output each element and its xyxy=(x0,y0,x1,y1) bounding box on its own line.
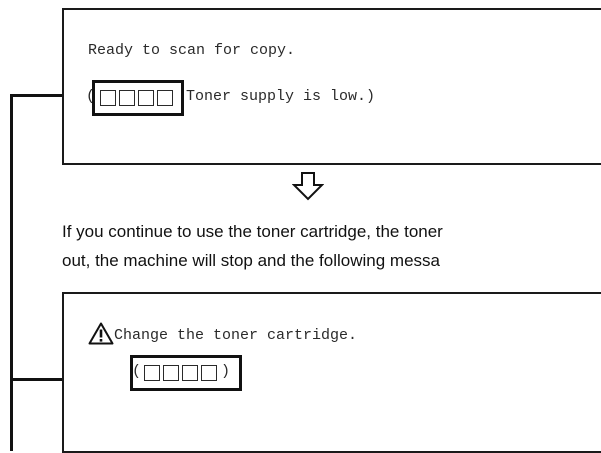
code-cell xyxy=(201,364,217,381)
change-cartridge-message: Change the toner cartridge. xyxy=(114,327,358,344)
toner-low-message: Toner supply is low.) xyxy=(186,88,376,105)
open-paren: ( xyxy=(132,363,142,380)
code-cell xyxy=(163,364,179,381)
down-arrow-icon xyxy=(292,172,324,201)
code-cell xyxy=(144,364,160,381)
code-cell xyxy=(182,364,198,381)
warning-icon xyxy=(88,322,114,345)
open-paren: ( xyxy=(86,88,96,105)
code-cell xyxy=(157,89,173,106)
code-cell xyxy=(119,89,135,106)
code-cell xyxy=(138,89,154,106)
highlight-box xyxy=(130,355,242,391)
explanation-line-2: out, the machine will stop and the follo… xyxy=(62,251,440,270)
toner-code-cells xyxy=(144,364,220,382)
ready-message: Ready to scan for copy. xyxy=(88,42,296,59)
highlight-box xyxy=(92,80,184,116)
close-paren: ) xyxy=(221,363,231,380)
code-cell xyxy=(100,89,116,106)
connector-top-line xyxy=(10,94,90,97)
display-panel-empty: Change the toner cartridge. ( ) xyxy=(62,292,601,453)
connector-vertical-line xyxy=(10,94,13,451)
toner-code-cells xyxy=(100,89,176,107)
display-panel-normal: Ready to scan for copy. ( Toner supply i… xyxy=(62,8,601,165)
explanation-line-1: If you continue to use the toner cartrid… xyxy=(62,222,443,241)
